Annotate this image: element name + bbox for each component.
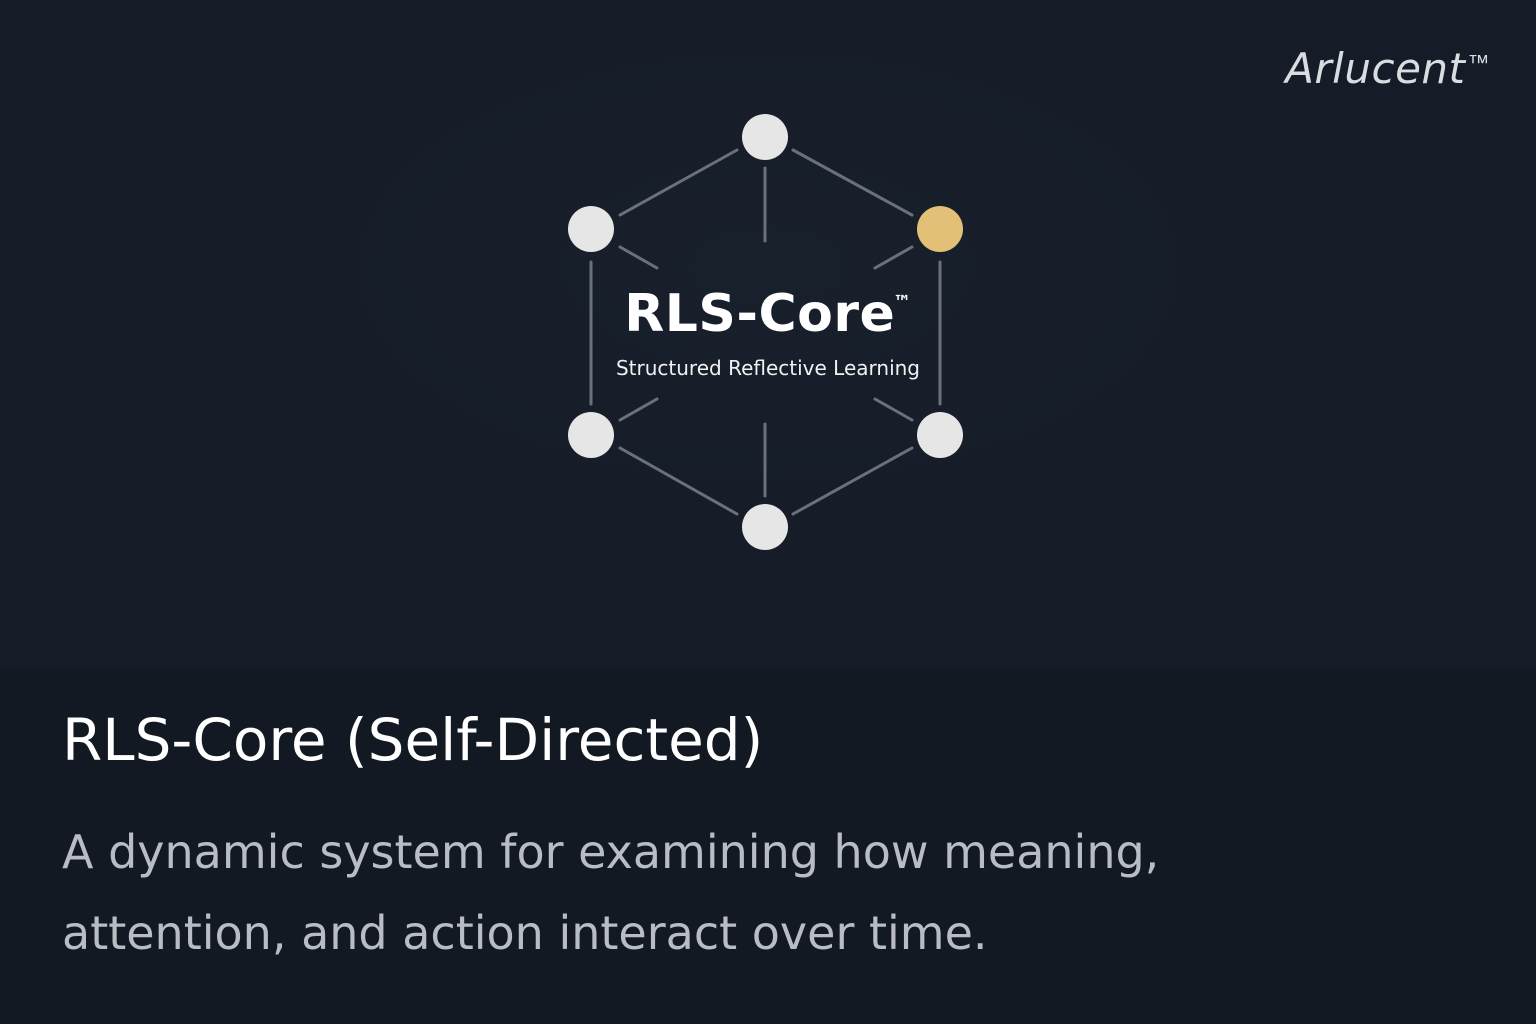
card-description: A dynamic system for examining how meani… [62,825,1160,960]
node-lower-right [917,412,963,458]
edge [873,397,914,422]
trademark: ™ [1467,51,1490,76]
logo-subtitle: Structured Reflective Learning [615,356,920,380]
node-upper-right-accent [917,206,963,252]
node-top [742,114,788,160]
edge [873,245,914,270]
trademark: ™ [893,292,912,313]
node-upper-left [568,206,614,252]
brand-name: Arlucent [1285,44,1466,93]
hero-area [0,0,1536,668]
edge [618,148,739,217]
logo-title: RLS-Core™ [0,284,1536,344]
card-title: RLS-Core (Self-Directed) [62,706,764,774]
edge [618,446,739,516]
edge [791,148,914,217]
brand-logo: Arlucent™ [1285,44,1490,93]
edge [618,245,659,270]
caption-panel [0,668,1536,1024]
edge [791,446,914,516]
node-lower-left [568,412,614,458]
edge [618,397,659,422]
node-bottom [742,504,788,550]
hexagon-network-diagram [568,114,963,550]
logo-title-text: RLS-Core [624,284,896,344]
